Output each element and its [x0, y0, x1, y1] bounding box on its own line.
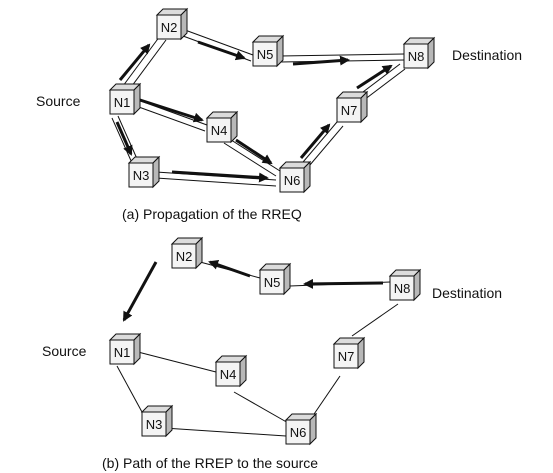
diagram-a-destination-label: Destination	[452, 47, 522, 63]
diagram-b-node-label: N5	[264, 275, 281, 290]
diagram-b-node-n7: N7	[332, 336, 366, 370]
diagram-b-source-label: Source	[42, 343, 87, 359]
diagram-a-node-label: N6	[284, 173, 301, 188]
diagram-b-node-label: N6	[290, 425, 307, 440]
diagram-a-source-label: Source	[36, 93, 81, 109]
diagram-a-node-label: N8	[408, 49, 425, 64]
arrow-n5-n8	[292, 55, 350, 66]
diagram-b-node-label: N4	[220, 367, 237, 382]
diagram-b-arrows	[122, 259, 384, 322]
arrow-n7-n8	[356, 64, 393, 90]
arrow-n5-n2	[208, 259, 251, 278]
diagram-a-node-n1: N1	[108, 82, 142, 116]
diagram-a-node-label: N5	[257, 47, 274, 62]
arrow-n8-n5	[303, 278, 384, 289]
diagram-b-node-n3: N3	[140, 404, 174, 438]
diagram-a-arrows	[115, 40, 393, 183]
diagram-b-node-n8: N8	[388, 268, 422, 302]
diagram-a-node-n5: N5	[251, 34, 285, 68]
diagram-b-node-n1: N1	[108, 332, 142, 366]
diagram-a-node-n8: N8	[402, 36, 436, 70]
diagram-b-node-label: N3	[146, 417, 163, 432]
arrow-n1-n3	[115, 121, 133, 156]
diagram-b-caption: (b) Path of the RREP to the source	[102, 455, 318, 471]
diagram-a-caption: (a) Propagation of the RREQ	[122, 206, 302, 222]
arrow-n1-n2	[118, 43, 151, 81]
diagram-b-destination-label: Destination	[432, 285, 502, 301]
diagram-a-node-n6: N6	[278, 160, 312, 194]
arrow-n1-n4	[139, 98, 204, 123]
arrow-n4-n6	[235, 138, 273, 165]
diagram-a-node-n3: N3	[127, 155, 161, 189]
diagram-a-node-n2: N2	[155, 7, 189, 41]
arrow-n3-n6	[171, 170, 269, 183]
diagram-a-node-label: N4	[211, 123, 228, 138]
diagram-b-node-n6: N6	[284, 412, 318, 446]
diagram-a-node-label: N2	[161, 20, 178, 35]
diagram-b-node-label: N8	[394, 281, 411, 296]
diagram-a-node-label: N1	[114, 95, 131, 110]
diagram-a-node-label: N7	[341, 103, 358, 118]
diagram-b-node-n5: N5	[258, 262, 292, 296]
diagram-a-node-n7: N7	[335, 90, 369, 124]
diagram-a-node-label: N3	[133, 168, 150, 183]
diagram-b-node-n4: N4	[214, 354, 248, 388]
arrow-n2-n1	[122, 261, 158, 322]
arrow-n2-n5	[197, 40, 246, 61]
diagram-b-node-n2: N2	[170, 236, 204, 270]
diagram-a-node-n4: N4	[205, 110, 239, 144]
diagram-b-node-label: N1	[114, 345, 131, 360]
diagram-b-node-label: N2	[176, 249, 193, 264]
arrow-n6-n7	[299, 123, 331, 159]
diagram-b-node-label: N7	[338, 349, 355, 364]
